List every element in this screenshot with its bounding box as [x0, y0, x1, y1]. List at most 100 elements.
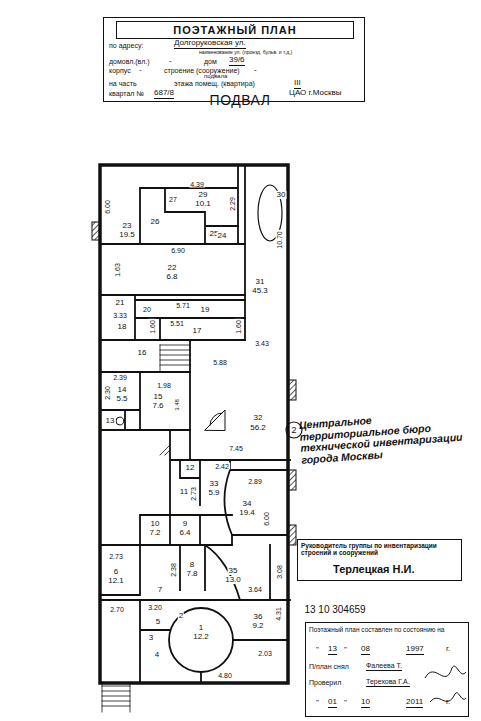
- room-label: 11: [179, 488, 189, 496]
- stamp-text: по адресу:: [109, 42, 143, 50]
- room-label: 2.42: [214, 463, 230, 470]
- room-label: 6.00: [263, 511, 270, 527]
- stamp-text: на часть: [109, 80, 137, 88]
- room-label: 2: [178, 612, 184, 620]
- stamp-text: ": [316, 646, 319, 655]
- room-label: 19: [200, 306, 211, 314]
- room-label: 20: [142, 306, 152, 313]
- room-label: 2.70: [109, 606, 125, 613]
- room-label: 33: [209, 480, 220, 488]
- date-block: Поэтажный план составлен по состоянию на…: [305, 622, 469, 717]
- stamp-text: 13: [328, 645, 337, 655]
- room-label: 19.5: [118, 231, 136, 239]
- stamp-text: -: [139, 66, 142, 75]
- stamp-text: 08: [361, 645, 370, 655]
- room-label: 5.51: [169, 320, 185, 327]
- room-label: 10.70: [276, 230, 283, 250]
- stamp-text: ": [316, 699, 319, 708]
- room-label: 24: [217, 232, 228, 240]
- room-label: 8: [189, 561, 195, 569]
- room-label: 3.08: [276, 564, 283, 580]
- stamp-text: Терехова Г.А.: [366, 678, 410, 687]
- room-label: 3.20: [147, 604, 163, 611]
- stamp-text: ЦАО г.Москвы: [289, 89, 341, 98]
- room-label: 13: [105, 417, 116, 425]
- room-label: 3.43: [254, 340, 270, 347]
- room-label: 1: [198, 624, 204, 632]
- room-label: 5.9: [207, 489, 220, 497]
- room-label: 12.2: [192, 633, 210, 641]
- room-label: 2.30: [104, 385, 111, 401]
- room-label: 3: [148, 634, 154, 642]
- stamp-text: Терлецкая Н.И.: [333, 563, 415, 575]
- room-label: 6.00: [104, 199, 111, 215]
- stamp-text: дом: [204, 58, 217, 66]
- stamp-text: III: [294, 79, 301, 89]
- room-label: 6.8: [165, 273, 178, 281]
- room-label: 9.2: [251, 622, 264, 630]
- room-label: 10: [150, 520, 161, 528]
- room-label: 4.39: [189, 181, 205, 188]
- room-label: 18: [117, 323, 128, 331]
- stamp-text: наименование ул. (проезд, бульв. и т.д.): [199, 50, 292, 56]
- room-label: 56.2: [249, 424, 267, 432]
- room-label: 23: [122, 222, 133, 230]
- room-label: 4.31: [275, 606, 282, 622]
- room-label: 4: [154, 651, 160, 659]
- room-label: 10.1: [194, 200, 212, 208]
- room-label: 2.38: [170, 562, 177, 578]
- room-label: 4.80: [217, 672, 233, 679]
- room-label: 14: [117, 386, 128, 394]
- stamp-text: 1997: [406, 645, 424, 655]
- stamp-text: 10: [361, 698, 370, 708]
- room-label: 1.98: [156, 382, 172, 389]
- stamp-text: 01: [328, 698, 337, 708]
- stamp-text: г.: [446, 645, 450, 654]
- room-label: 29: [198, 191, 209, 199]
- room-label: 6.4: [178, 529, 191, 537]
- room-label: 7.2: [148, 529, 161, 537]
- room-label: 2.73: [108, 553, 124, 560]
- room-label: 26: [150, 218, 161, 226]
- stamp-text: г.: [446, 698, 450, 707]
- room-label: 2.03: [257, 650, 273, 657]
- room-label: 2.29: [229, 196, 236, 212]
- room-label: 31: [255, 278, 266, 286]
- stamp-text: Долгоруковская ул.: [174, 39, 246, 49]
- stamp-text: подвала: [204, 73, 227, 80]
- stamp-text: Проверил: [309, 679, 341, 687]
- room-label: 21: [115, 299, 126, 307]
- room-label: 2.73: [190, 486, 197, 502]
- stamp-text: корпус: [109, 67, 131, 75]
- bti-stamp: Центральное территориальное бюро техниче…: [296, 406, 471, 469]
- inventory-stamp: Руководитель группы по инвентаризации ст…: [297, 539, 462, 581]
- stamp-text: -: [254, 66, 257, 75]
- room-label: 6: [113, 568, 119, 576]
- room-label: 2.39: [112, 374, 128, 381]
- stamp-text: ПОЭТАЖНЫЙ ПЛАН: [116, 21, 354, 39]
- room-label: 3.48: [174, 398, 180, 412]
- room-label: 34: [242, 500, 253, 508]
- stamp-text: -: [169, 57, 172, 66]
- room-label: 35: [228, 567, 239, 575]
- room-label: 12: [185, 464, 196, 472]
- room-label: 6.90: [170, 247, 186, 254]
- room-label: 12.1: [107, 577, 125, 585]
- room-label: 3.33: [112, 312, 128, 319]
- stamp-text: домовл.(вл.): [109, 58, 150, 66]
- room-label: 2: [290, 426, 297, 435]
- room-label: 27: [168, 196, 178, 203]
- room-label: 2.89: [247, 478, 263, 485]
- stamp-text: ": [344, 699, 347, 708]
- room-label: 1.60: [149, 319, 156, 335]
- room-label: 19.4: [238, 509, 256, 517]
- room-label: 3.64: [247, 586, 263, 593]
- stamp-text: Руководитель группы по инвентаризации ст…: [301, 542, 459, 556]
- room-label: 36: [253, 613, 264, 621]
- room-label: 17: [192, 327, 203, 335]
- room-label: 13.0: [224, 576, 242, 584]
- stamp-text: ": [344, 646, 347, 655]
- stamp-text: 2011: [406, 698, 423, 708]
- room-label: 45.3: [251, 287, 269, 295]
